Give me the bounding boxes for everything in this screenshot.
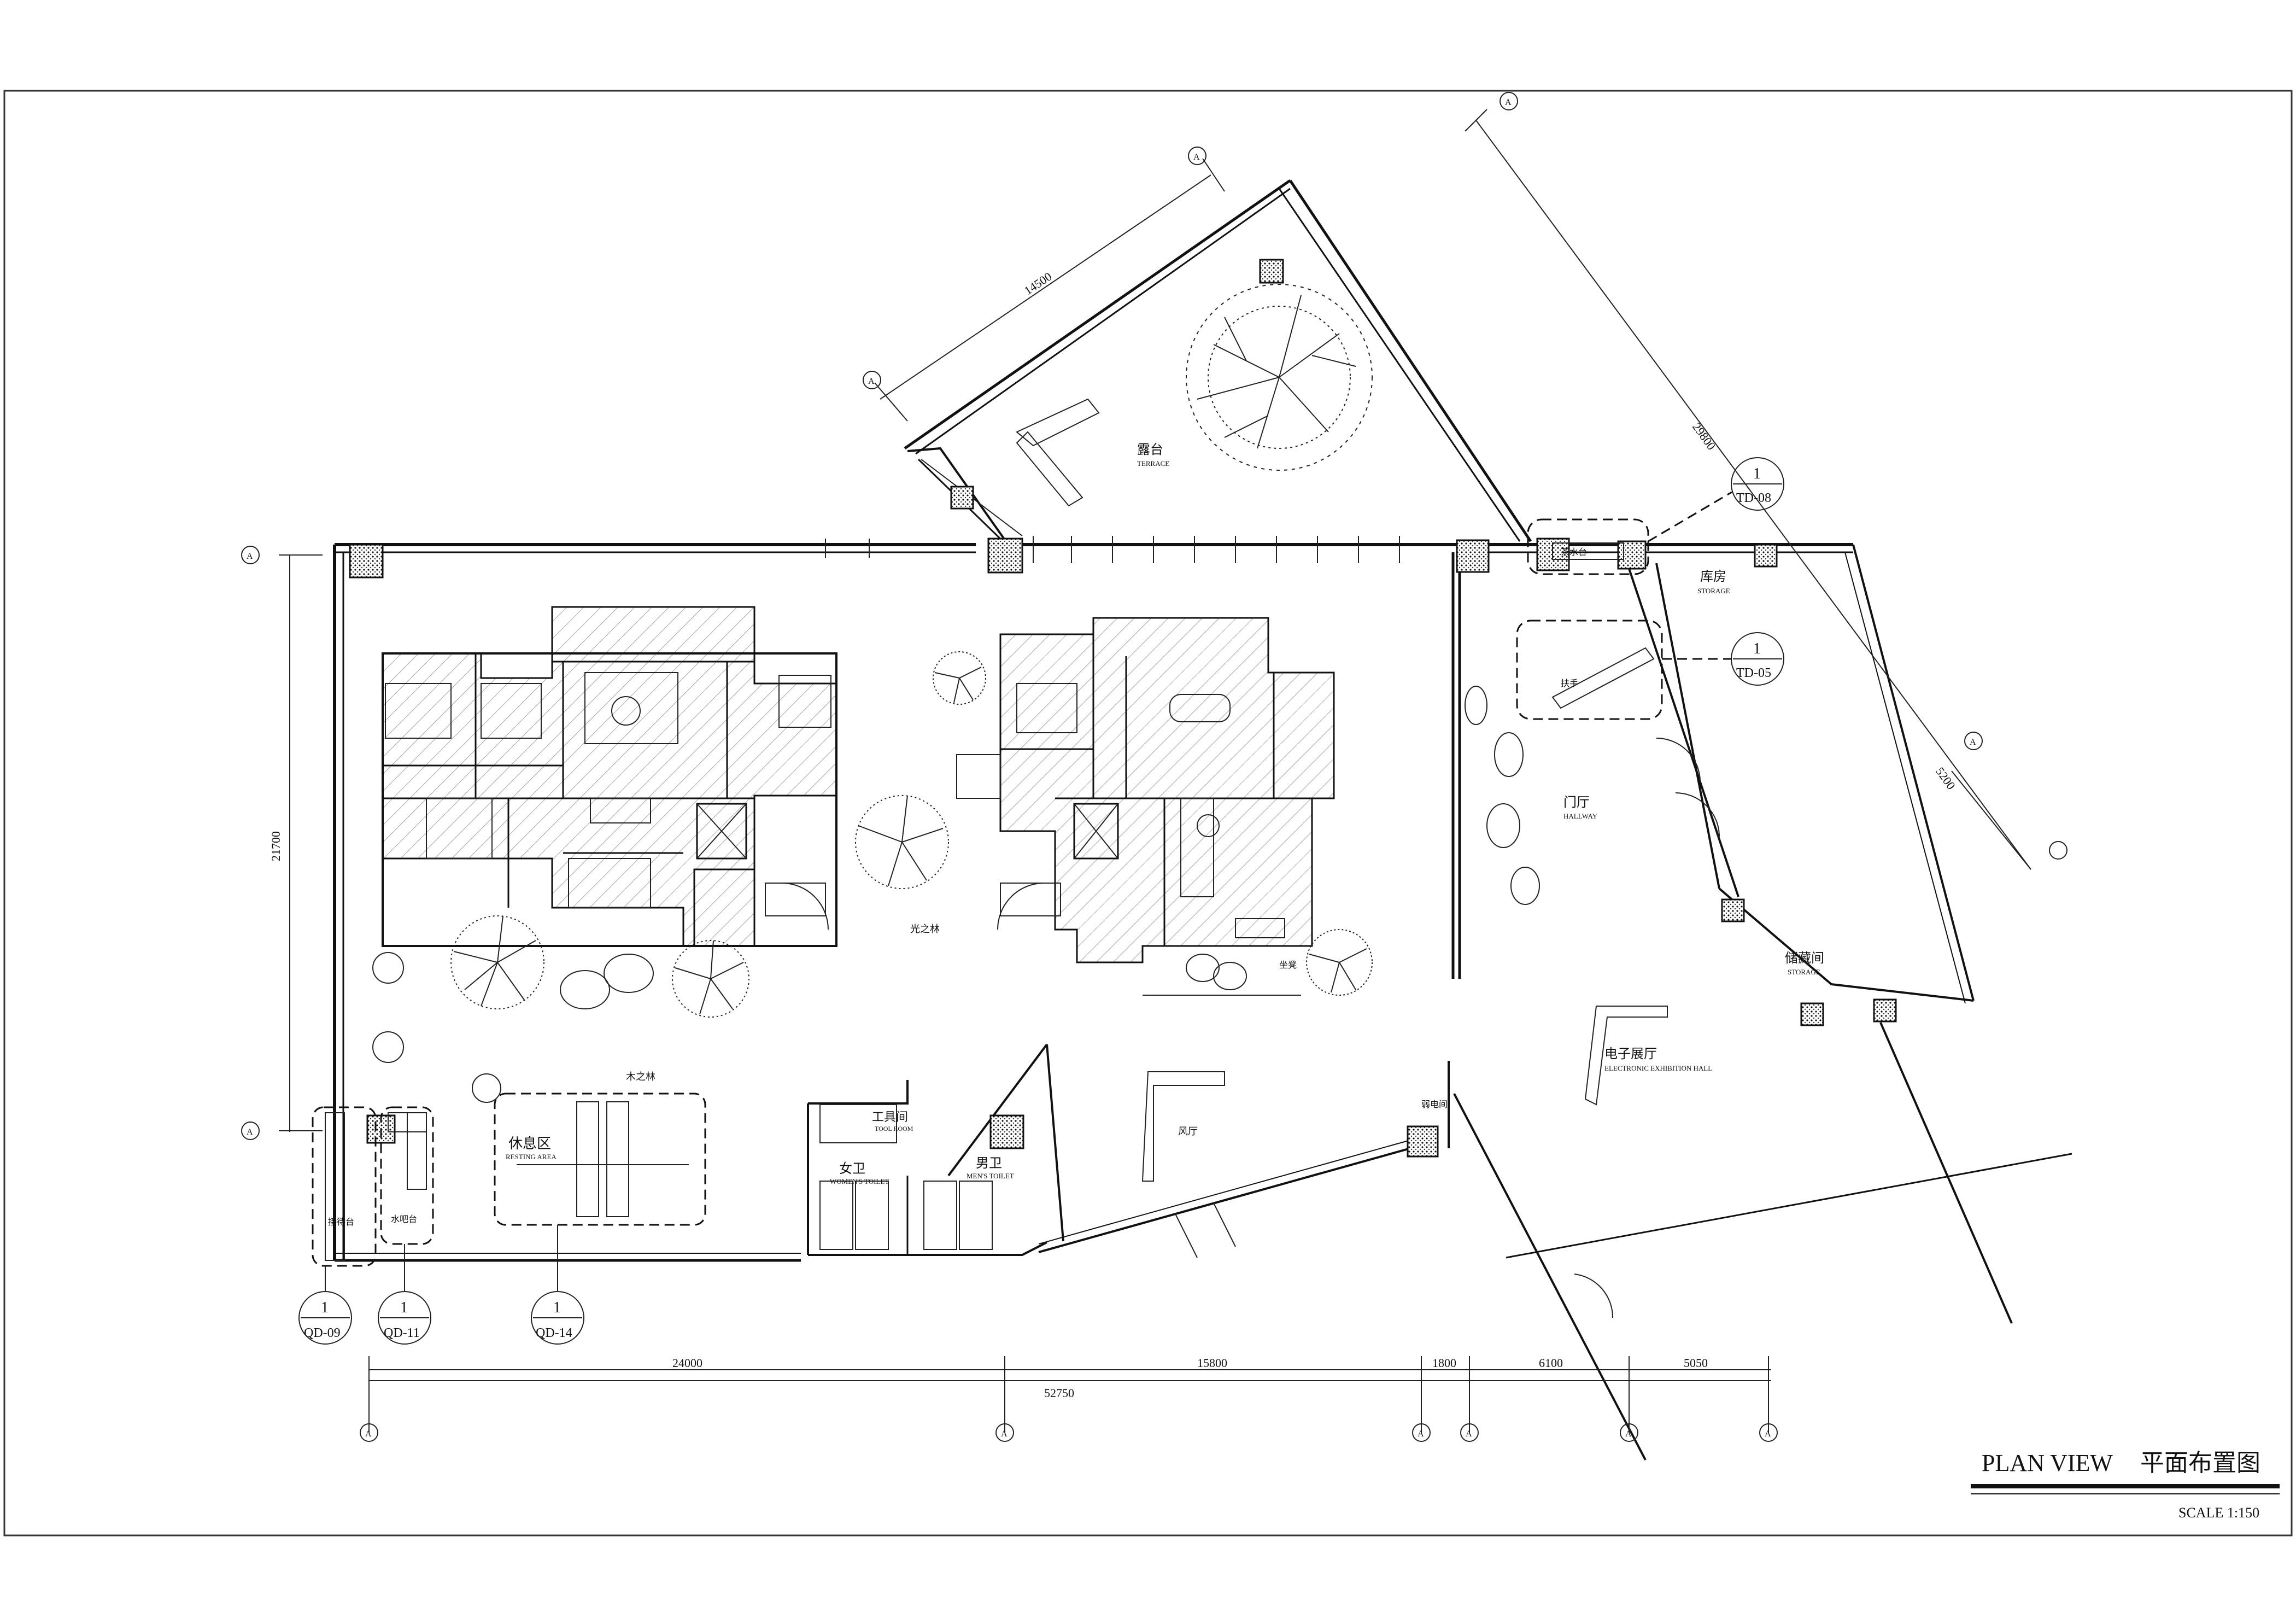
detail-ref-num: 1 [321, 1299, 329, 1316]
title-block [1971, 1484, 2280, 1494]
dim-bottom-1: 24000 [672, 1356, 702, 1370]
detail-ref-sheet: TD-08 [1736, 491, 1771, 505]
detail-callout-symbols [298, 457, 1784, 1345]
detail-ref-num: 1 [1753, 640, 1761, 657]
dimension-lines [279, 109, 2031, 1433]
dim-bottom-total: 52750 [1044, 1386, 1074, 1400]
grid-marker: A [247, 1128, 253, 1137]
men-toilet-label-cn: 男卫 [976, 1156, 1002, 1171]
tree-symbols [450, 284, 1373, 1018]
seat-label: 坐凳 [1279, 960, 1297, 970]
detail-ref-sheet: QD-09 [304, 1326, 341, 1340]
right-apartment-model [956, 617, 1335, 996]
landscape-elements [312, 398, 1668, 1267]
women-toilet-label-en: WOMEN'S TOILET [830, 1177, 889, 1185]
grid-marker: A [247, 552, 253, 561]
grid-marker: A [1466, 1429, 1472, 1439]
handrail-label: 扶手 [1561, 679, 1578, 688]
dim-diagonal-long: 29800 [1690, 420, 1719, 452]
grid-bubbles [241, 92, 2067, 1442]
drawing-title-cn: 平面布置图 [2140, 1450, 2260, 1476]
dim-bottom-2: 15800 [1197, 1356, 1227, 1370]
dim-bottom-5: 5050 [1684, 1356, 1708, 1370]
tool-room-label-en: TOOL ROOM [875, 1125, 913, 1132]
rest-area-label-cn: 休息区 [508, 1136, 551, 1152]
grid-marker: A [1970, 738, 1976, 747]
water-bar-label: 茶水台 [1561, 547, 1587, 557]
grid-marker: A [1765, 1429, 1771, 1439]
grid-marker: A [1001, 1429, 1008, 1439]
dim-bottom-4: 6100 [1539, 1356, 1563, 1370]
storage-label-en: STORAGE [1697, 587, 1730, 595]
grid-marker: A [1625, 1429, 1632, 1439]
exhibition-label-en: ELECTRONIC EXHIBITION HALL [1604, 1064, 1712, 1072]
toilet-block [819, 1104, 993, 1255]
exhibition-label-cn: 电子展厅 [1604, 1047, 1657, 1061]
drawing-scale: SCALE 1:150 [2178, 1505, 2259, 1521]
drawing-title-en: PLAN VIEW [1982, 1450, 2113, 1476]
tool-room-label-cn: 工具间 [872, 1110, 908, 1124]
wind-hall-label: 风厅 [1178, 1126, 1198, 1137]
detail-ref-sheet: TD-05 [1736, 666, 1771, 680]
storage-label-cn: 库房 [1700, 569, 1726, 584]
terrace-walls [904, 179, 1532, 545]
grid-marker: A [365, 1429, 372, 1439]
storage2-label-cn: 储藏间 [1785, 951, 1824, 966]
hallway-label-cn: 门厅 [1563, 795, 1590, 810]
grid-marker: A [868, 377, 875, 386]
dim-terrace: 14500 [1022, 270, 1055, 297]
light-forest-label: 光之林 [910, 924, 940, 934]
grid-marker: A [1193, 153, 1200, 162]
elec-room-label: 弱电间 [1421, 1100, 1448, 1109]
hallway-label-en: HALLWAY [1563, 812, 1598, 820]
building-exterior-walls [333, 543, 2072, 1461]
dim-diagonal-short: 5200 [1933, 764, 1958, 792]
wood-forest-label: 木之林 [626, 1071, 655, 1082]
grid-marker: A [1505, 98, 1512, 107]
detail-ref-sheet: QD-14 [536, 1326, 572, 1340]
terrace-label-en: TERRACE [1137, 459, 1169, 468]
water-bar2-label: 水吧台 [391, 1214, 417, 1224]
left-apartment-model [382, 606, 837, 947]
detail-ref-num: 1 [400, 1299, 408, 1316]
detail-ref-sheet: QD-11 [384, 1326, 420, 1340]
glazing-mullions [825, 536, 1400, 563]
terrace-label-cn: 露台 [1137, 442, 1163, 457]
detail-ref-num: 1 [553, 1299, 561, 1316]
women-toilet-label-cn: 女卫 [839, 1161, 865, 1176]
front-desk-label: 接待台 [328, 1217, 354, 1227]
storage2-label-en: STORAGE [1788, 968, 1820, 976]
grid-marker: A [1418, 1429, 1424, 1439]
men-toilet-label-en: MEN'S TOILET [967, 1172, 1014, 1180]
dim-bottom-3: 1800 [1432, 1356, 1456, 1370]
door-swings [1175, 738, 1720, 1318]
rest-area-label-en: RESTING AREA [506, 1153, 557, 1161]
detail-ref-num: 1 [1753, 465, 1761, 482]
dim-left: 21700 [269, 831, 283, 861]
sheet-frame [3, 90, 2293, 1537]
